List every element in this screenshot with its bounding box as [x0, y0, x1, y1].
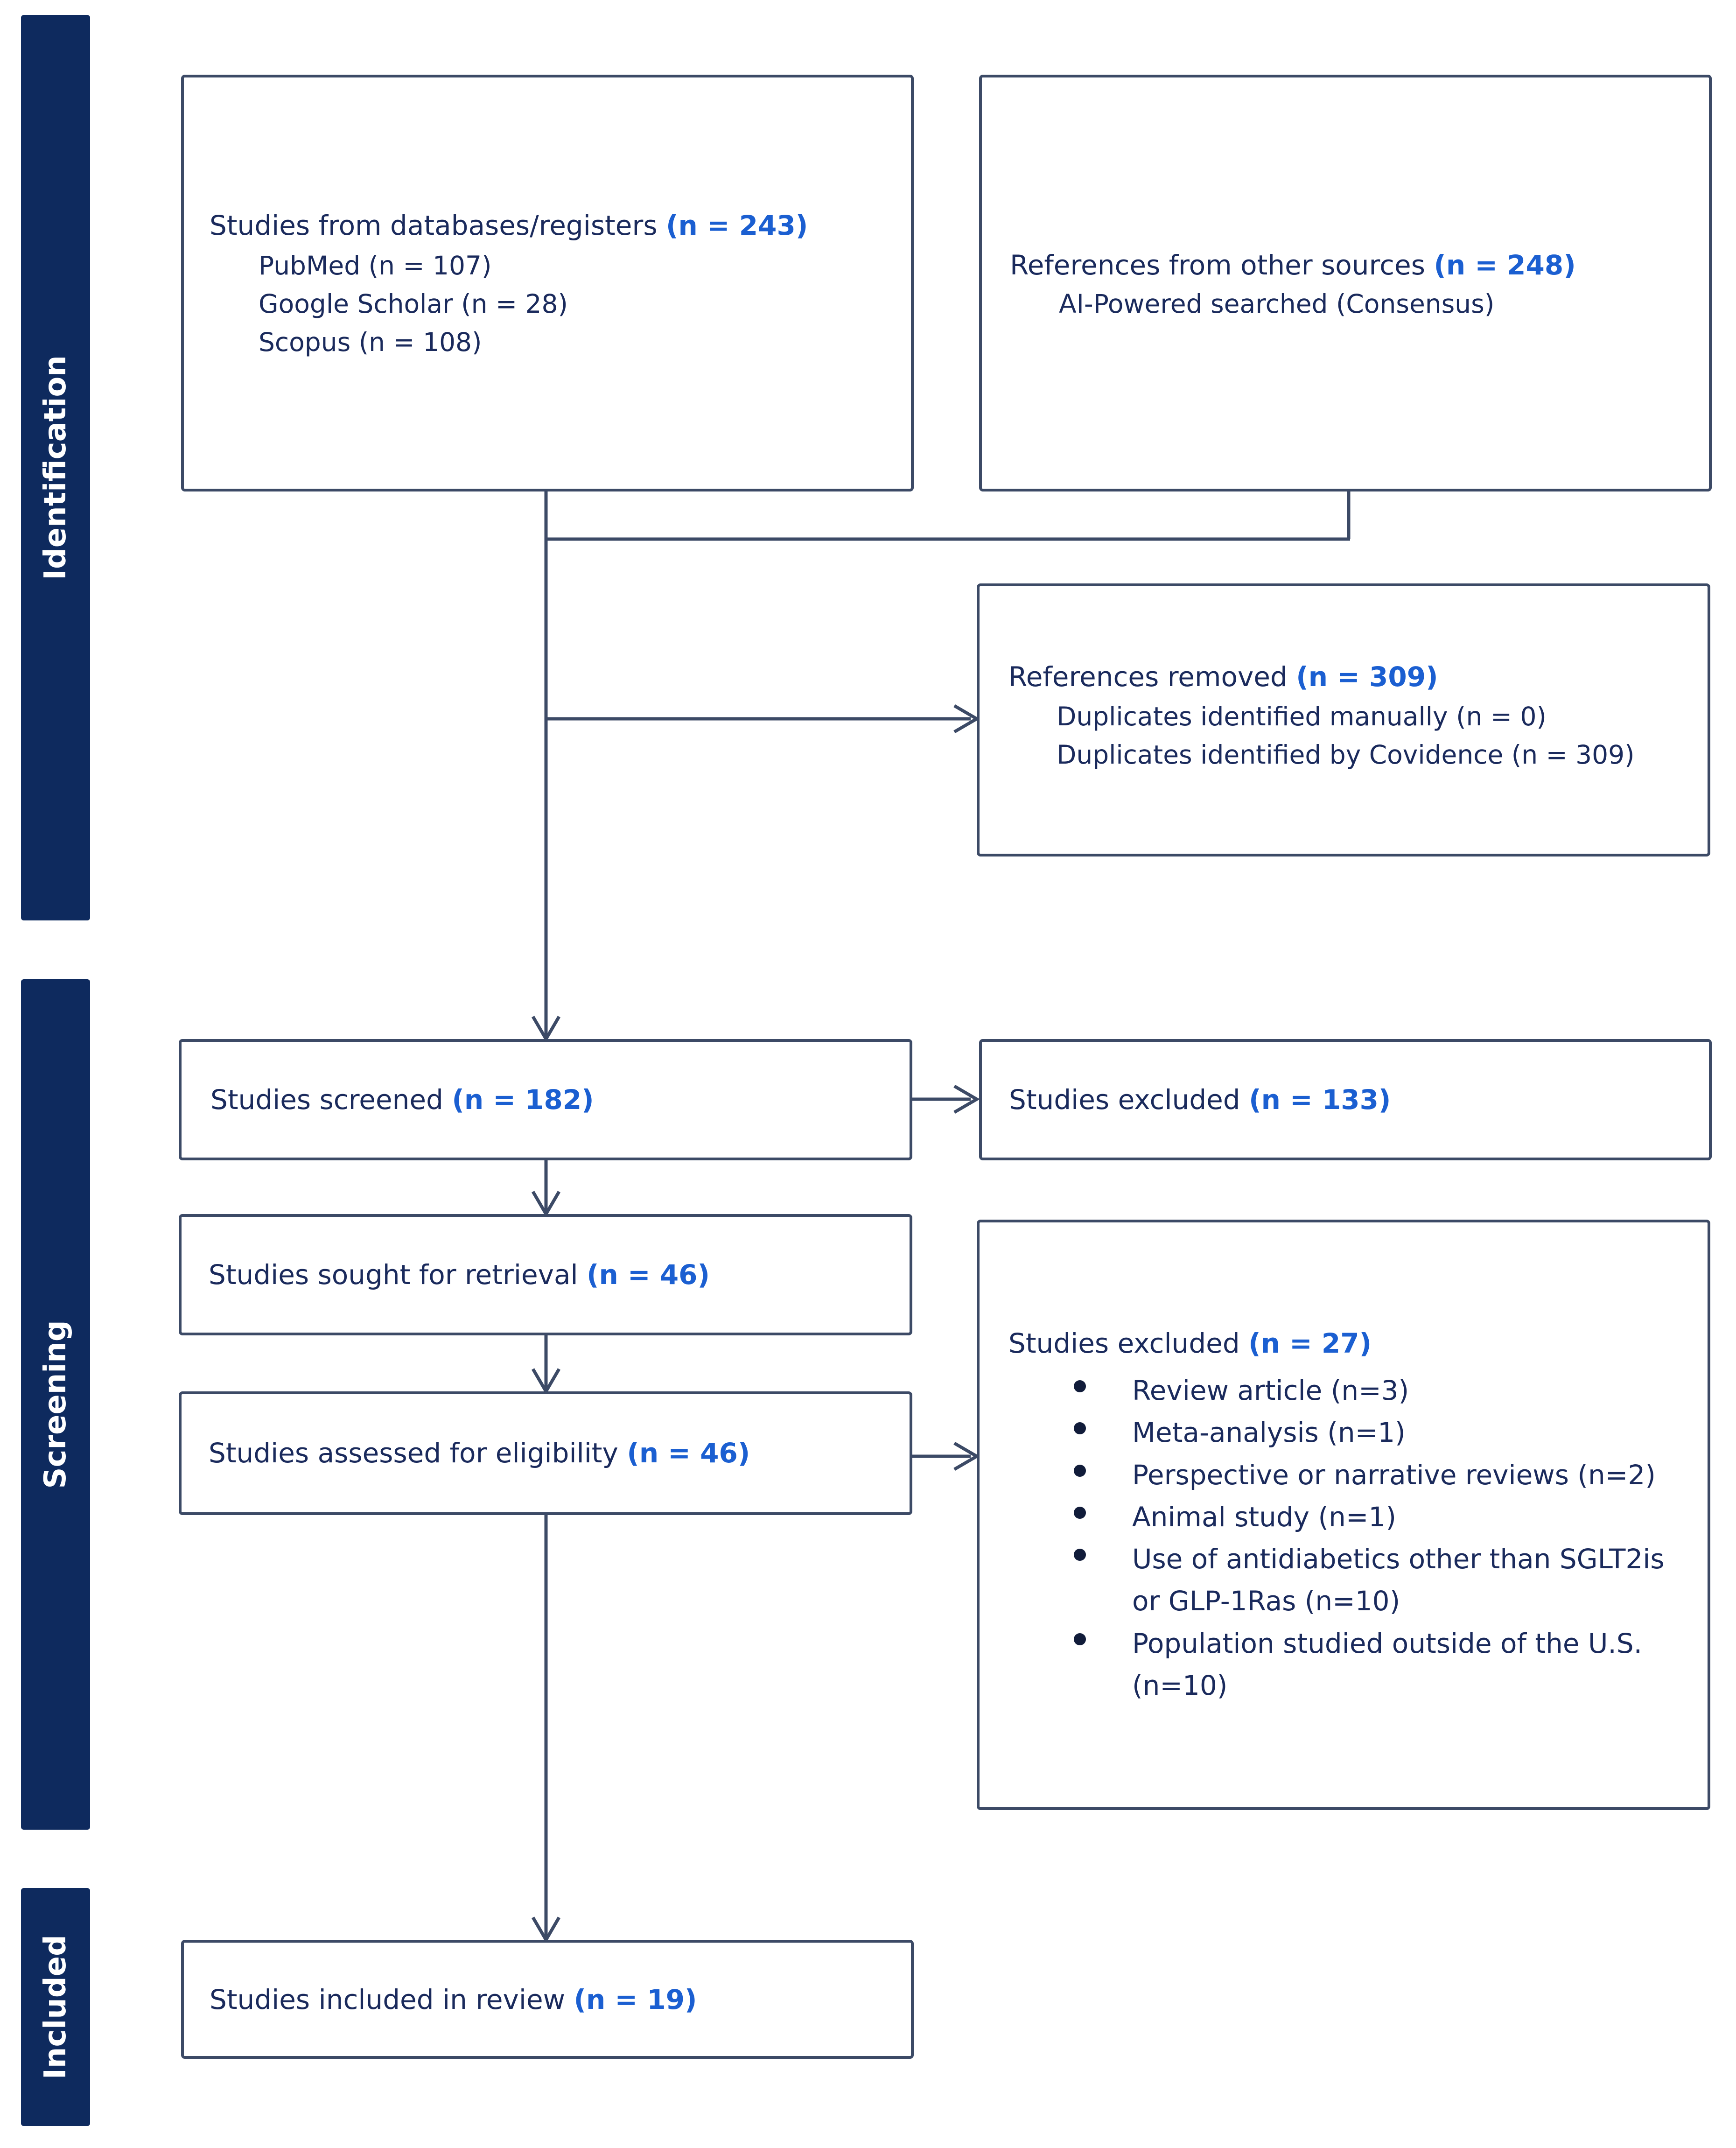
bullet-icon: [1074, 1507, 1086, 1519]
bullet-icon: [1074, 1549, 1086, 1561]
phase-bar-screening: Screening: [21, 979, 90, 1830]
bullet-icon: [1074, 1380, 1086, 1392]
databases-item: Scopus (n = 108): [259, 327, 482, 357]
other-sources-item: AI-Powered searched (Consensus): [1059, 289, 1495, 319]
eligibility-title: Studies assessed for eligibility: [209, 1437, 618, 1469]
databases-item: Google Scholar (n = 28): [259, 289, 568, 319]
excluded-screen-heading: Studies excluded (n = 133): [1009, 1084, 1391, 1116]
box-databases: Studies from databases/registers (n = 24…: [181, 75, 914, 491]
databases-heading: Studies from databases/registers (n = 24…: [210, 210, 808, 242]
phase-bar-identification: Identification: [21, 15, 90, 920]
exclusion-reason-text: Use of antidiabetics other than SGLT2is: [1132, 1543, 1665, 1575]
eligibility-heading: Studies assessed for eligibility (n = 46…: [209, 1437, 750, 1470]
removed-title: References removed: [1008, 661, 1288, 693]
removed-item: Duplicates identified manually (n = 0): [1057, 702, 1547, 731]
bullet-icon: [1074, 1633, 1086, 1645]
bullet-icon: [1074, 1465, 1086, 1477]
databases-item: PubMed (n = 107): [259, 251, 492, 281]
removed-heading: References removed (n = 309): [1008, 661, 1438, 694]
screened-title: Studies screened: [210, 1084, 443, 1116]
retrieval-heading: Studies sought for retrieval (n = 46): [209, 1259, 710, 1292]
exclusion-reason-text: or GLP-1Ras (n=10): [1132, 1585, 1400, 1617]
excluded-full-heading: Studies excluded (n = 27): [1008, 1327, 1372, 1360]
removed-count: (n = 309): [1296, 661, 1438, 693]
included-count: (n = 19): [574, 1984, 697, 2015]
other-sources-heading: References from other sources (n = 248): [1010, 249, 1576, 282]
exclusion-reason-text: (n=10): [1132, 1670, 1228, 1701]
box-sought-for-retrieval: Studies sought for retrieval (n = 46): [179, 1214, 912, 1335]
excluded-screen-title: Studies excluded: [1009, 1084, 1240, 1116]
box-other-sources: References from other sources (n = 248) …: [979, 75, 1712, 491]
arrowhead-excluded-screen: [953, 1084, 980, 1114]
exclusion-reason-text: Animal study (n=1): [1132, 1501, 1396, 1533]
excluded-screen-count: (n = 133): [1249, 1084, 1391, 1116]
databases-title: Studies from databases/registers: [210, 210, 658, 241]
excluded-full-title: Studies excluded: [1008, 1327, 1240, 1359]
box-studies-excluded-fulltext: Studies excluded (n = 27) Review article…: [977, 1220, 1710, 1810]
box-assessed-eligibility: Studies assessed for eligibility (n = 46…: [179, 1391, 912, 1515]
screened-count: (n = 182): [452, 1084, 594, 1116]
exclusion-reason-text: Meta-analysis (n=1): [1132, 1417, 1406, 1448]
retrieval-title: Studies sought for retrieval: [209, 1259, 578, 1291]
box-studies-screened: Studies screened (n = 182): [179, 1039, 912, 1160]
retrieval-count: (n = 46): [587, 1259, 710, 1291]
box-references-removed: References removed (n = 309) Duplicates …: [977, 583, 1710, 856]
exclusion-reason-text: Population studied outside of the U.S.: [1132, 1628, 1643, 1659]
eligibility-count: (n = 46): [627, 1437, 750, 1469]
bullet-icon: [1074, 1422, 1086, 1434]
other-sources-title: References from other sources: [1010, 249, 1425, 281]
exclusion-reason-text: Perspective or narrative reviews (n=2): [1132, 1459, 1656, 1491]
removed-item: Duplicates identified by Covidence (n = …: [1057, 740, 1635, 770]
exclusion-reason-text: Review article (n=3): [1132, 1375, 1409, 1406]
box-studies-excluded-screening: Studies excluded (n = 133): [979, 1039, 1712, 1160]
phase-bar-included: Included: [21, 1888, 90, 2126]
included-title: Studies included in review: [210, 1984, 566, 2015]
other-sources-count: (n = 248): [1434, 249, 1576, 281]
excluded-full-count: (n = 27): [1248, 1327, 1372, 1359]
databases-count: (n = 243): [666, 210, 808, 241]
included-heading: Studies included in review (n = 19): [210, 1984, 697, 2016]
box-studies-included: Studies included in review (n = 19): [181, 1940, 914, 2059]
screened-heading: Studies screened (n = 182): [210, 1084, 594, 1116]
